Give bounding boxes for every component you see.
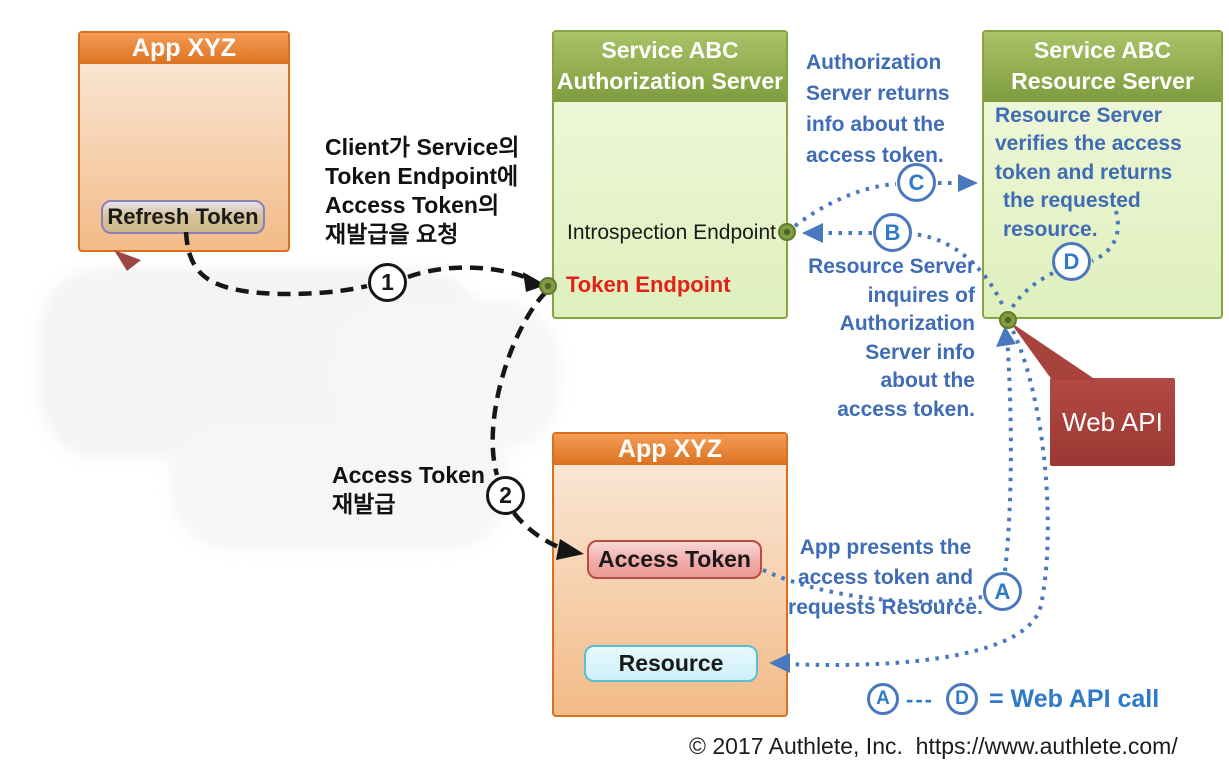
resource-server-body-line: verifies the access	[995, 132, 1182, 156]
authorization-server-title-line1: Service ABC	[601, 37, 739, 63]
web-api-callout-tail	[1010, 322, 1096, 380]
app-client-lower-box-title: App XYZ	[554, 434, 786, 465]
auth-returns-line: access token.	[806, 144, 944, 167]
legend-dashes: ---	[906, 687, 934, 712]
rs-inquires-line: about the	[880, 369, 976, 392]
call-d-marker: D	[1052, 242, 1091, 281]
auth-returns-annotation: Authorization Server returns info about …	[806, 47, 950, 171]
flow-2-arrowhead	[556, 539, 584, 560]
erased-callout-arrow-remnant	[114, 250, 141, 271]
step-2-marker: 2	[486, 476, 525, 515]
rs-inquires-line: access token.	[837, 397, 975, 421]
introspection-endpoint-dot-center	[783, 228, 791, 236]
step-1-marker: 1	[368, 263, 407, 302]
resource-server-body-line: Resource Server	[995, 104, 1162, 127]
rs-inquires-line: Resource Server	[808, 255, 975, 278]
korean-request-annotation: Client가 Service의 Token Endpoint에 Access …	[325, 133, 519, 249]
app-presents-line: requests Resource.	[788, 596, 983, 619]
call-b-marker: B	[873, 213, 912, 252]
resource-server-body-text: Resource Server verifies the access toke…	[995, 102, 1182, 244]
background-smudge	[330, 300, 560, 450]
app-presents-line: App presents the	[799, 536, 972, 559]
legend-label: = Web API call	[989, 685, 1160, 713]
auth-returns-line: Server returns	[806, 82, 950, 105]
korean-request-line: Token Endpoint에	[325, 163, 519, 189]
resource-server-title-line2: Resource Server	[1011, 68, 1194, 94]
korean-reissue-line: 재발급	[332, 491, 396, 517]
resource-server-body-line: token and returns	[995, 160, 1173, 184]
resource-return-arrowhead	[769, 653, 790, 673]
token-endpoint-dot-center	[544, 282, 552, 290]
copyright-text: © 2017 Authlete, Inc. https://www.authle…	[689, 733, 1178, 759]
rs-inquires-annotation: Resource Server inquires of Authorizatio…	[800, 253, 975, 424]
resource-server-body-line: resource.	[1003, 217, 1098, 241]
refresh-token-chip: Refresh Token	[101, 200, 265, 234]
web-api-callout: Web API	[1050, 378, 1175, 466]
authorization-server-title-line2: Authorization Server	[556, 68, 784, 94]
flow-2-dashed-path	[490, 290, 564, 552]
authorization-server-box: Service ABC Authorization Server	[552, 30, 788, 319]
call-b-arrowhead	[802, 223, 823, 243]
resource-server-box: Service ABC Resource Server	[982, 30, 1223, 319]
call-c-arrowhead	[958, 174, 978, 192]
web-api-endpoint-dot-center	[1004, 316, 1012, 324]
app-presents-annotation: App presents the access token and reques…	[788, 533, 983, 623]
app-presents-line: access token and	[797, 566, 974, 589]
korean-request-line: Client가 Service의	[325, 134, 520, 160]
legend-a-marker: A	[867, 683, 899, 715]
auth-returns-line: Authorization	[806, 51, 942, 74]
call-c-marker: C	[897, 163, 936, 202]
call-a-arrowhead	[996, 326, 1016, 347]
flow-1-dashed-path	[183, 231, 533, 297]
introspection-endpoint-label: Introspection Endpoint	[567, 221, 776, 244]
token-endpoint-label: Token Endpoint	[566, 272, 731, 297]
korean-reissue-annotation: Access Token 재발급	[332, 461, 485, 519]
auth-returns-line: info about the	[806, 113, 945, 136]
app-client-box-title: App XYZ	[80, 33, 288, 64]
legend-d-marker: D	[946, 683, 978, 715]
rs-inquires-line: inquires of	[867, 283, 975, 307]
korean-request-line: Access Token의	[325, 192, 500, 218]
call-a-marker: A	[983, 572, 1022, 611]
korean-request-line: 재발급을 요청	[325, 221, 459, 247]
resource-server-body-line: the requested	[1003, 189, 1141, 213]
resource-server-title-line1: Service ABC	[1033, 37, 1172, 63]
korean-reissue-line: Access Token	[332, 462, 485, 488]
rs-inquires-line: Authorization	[839, 312, 975, 335]
authorization-server-title: Service ABC Authorization Server	[554, 32, 786, 102]
endpoint-dots	[539, 223, 1017, 329]
resource-chip: Resource	[584, 645, 758, 682]
resource-server-title: Service ABC Resource Server	[984, 32, 1221, 102]
access-token-chip: Access Token	[587, 540, 762, 579]
rs-inquires-line: Server info	[865, 340, 975, 364]
